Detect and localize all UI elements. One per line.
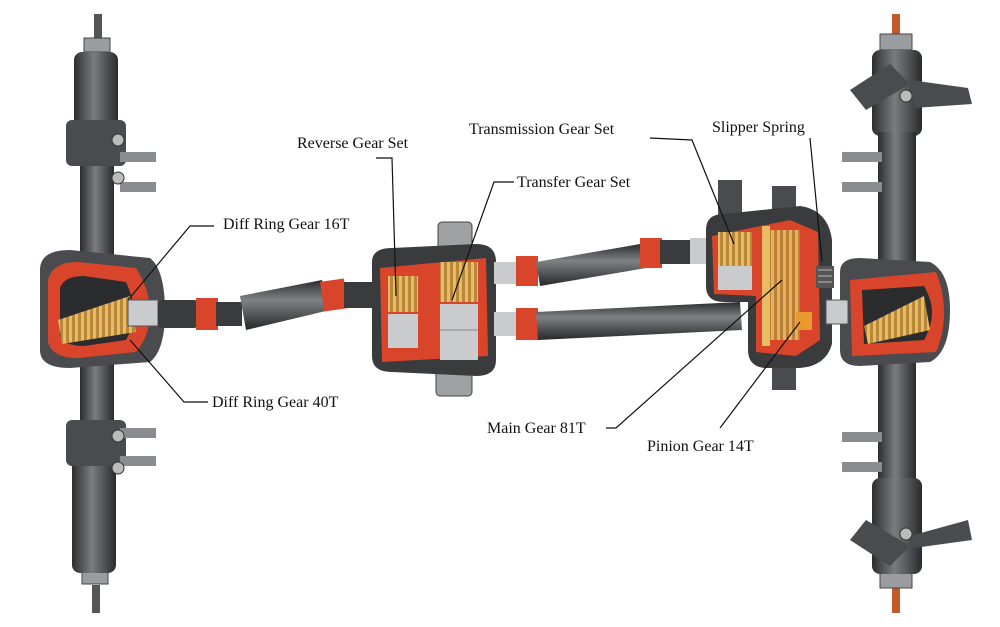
label-slipper-spring: Slipper Spring <box>712 119 805 136</box>
label-diff-ring-gear-40t: Diff Ring Gear 40T <box>212 394 339 411</box>
leader-pinion-gear-14t <box>719 321 801 429</box>
leader-lines <box>127 137 823 429</box>
right-axle <box>825 14 972 613</box>
leader-diff-ring-gear-40t <box>129 339 208 403</box>
lower-driveshaft <box>494 302 742 340</box>
label-main-gear-81t: Main Gear 81T <box>487 420 586 437</box>
transfer-case <box>372 221 496 397</box>
transmission <box>706 180 834 390</box>
label-reverse-gear-set: Reverse Gear Set <box>297 135 409 152</box>
label-pinion-gear-14t: Pinion Gear 14T <box>647 438 754 455</box>
leader-transfer-gear-set <box>451 181 514 301</box>
leader-main-gear-81t <box>606 279 783 429</box>
leader-transmission-gear-set <box>649 137 735 245</box>
label-transmission-gear-set: Transmission Gear Set <box>469 121 615 138</box>
leader-slipper-spring <box>809 137 823 263</box>
label-diff-ring-gear-16t: Diff Ring Gear 16T <box>223 216 350 233</box>
label-transfer-gear-set: Transfer Gear Set <box>517 174 631 191</box>
front-driveshaft <box>158 278 372 330</box>
left-axle <box>40 14 165 613</box>
upper-driveshaft <box>494 238 710 286</box>
leader-reverse-gear-set <box>376 157 397 297</box>
leader-diff-ring-gear-16t <box>127 225 214 301</box>
